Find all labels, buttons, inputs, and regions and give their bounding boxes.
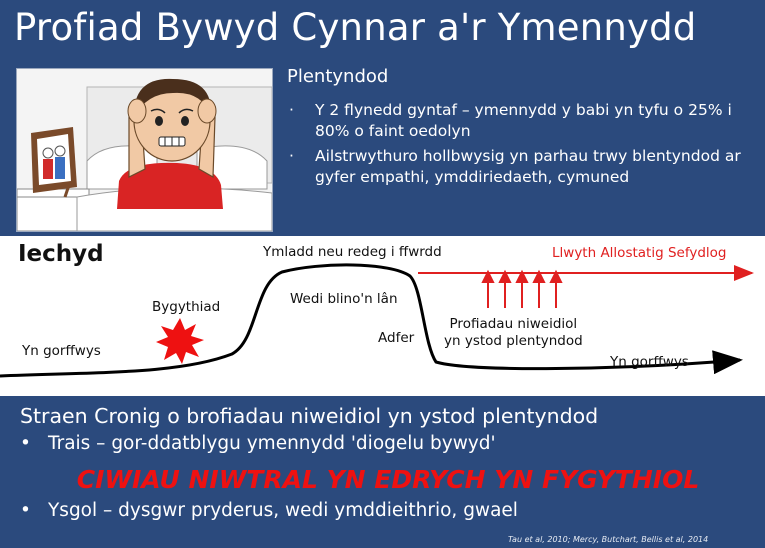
threat-burst-icon (156, 318, 204, 364)
childhood-bullet-list: · Y 2 flynedd gyntaf – ymennydd y babi yn… (287, 100, 757, 192)
adverse-experiences-label: Profiadau niweidiol yn ystod plentyndod (444, 316, 583, 350)
stress-response-diagram: Iechyd Ymladd neu redeg i ffwrdd Llwyth … (0, 236, 765, 396)
citation: Tau et al, 2010; Mercy, Butchart, Bellis… (508, 535, 709, 544)
bullet-icon: • (20, 500, 31, 521)
top-panel: Profiad Bywyd Cynnar a'r Ymennydd (0, 0, 765, 236)
school-text: Ysgol – dysgwr pryderus, wedi ymddieithr… (48, 500, 518, 521)
allostatic-load-label: Llwyth Allostatig Sefydlog (552, 245, 727, 261)
bullet-icon: · (289, 101, 294, 119)
adverse-experience-arrows (481, 269, 563, 308)
adverse-line-2: yn ystod plentyndod (444, 333, 583, 349)
page-title: Profiad Bywyd Cynnar a'r Ymennydd (14, 6, 697, 49)
bullet-text: Y 2 flynedd gyntaf – ymennydd y babi yn … (315, 101, 732, 140)
rest-right-label: Yn gorffwys (610, 354, 689, 370)
bottom-panel: Straen Cronig o brofiadau niweidiol yn y… (0, 396, 765, 548)
list-item: · Ailstrwythuro hollbwysig yn parhau trwy… (287, 146, 757, 188)
recovery-label: Adfer (378, 330, 415, 346)
bullet-text: Ailstrwythuro hollbwysig yn parhau trwy … (315, 147, 741, 186)
bullet-icon: · (289, 147, 294, 165)
chronic-stress-heading: Straen Cronig o brofiadau niweidiol yn y… (20, 404, 599, 428)
fight-or-flight-label: Ymladd neu redeg i ffwrdd (263, 244, 442, 260)
stressed-child-illustration (16, 68, 273, 232)
photo-frame-icon (31, 127, 77, 198)
adverse-line-1: Profiadau niweidiol (449, 316, 578, 332)
bullet-icon: • (20, 433, 31, 454)
child-cartoon-icon (16, 69, 273, 232)
health-curve (0, 263, 743, 378)
stress-curve-graphic (0, 263, 754, 378)
health-label: Iechyd (18, 241, 104, 267)
threat-label: Bygythiad (152, 299, 221, 315)
rest-left-label: Yn gorffwys (22, 343, 101, 359)
school-bullet: • Ysgol – dysgwr pryderus, wedi ymddieith… (20, 500, 518, 521)
violence-text: Trais – gor-ddatblygu ymennydd 'diogelu … (48, 433, 496, 454)
violence-bullet: • Trais – gor-ddatblygu ymennydd 'diogelu… (20, 433, 496, 454)
exhausted-label: Wedi blino'n lân (290, 291, 398, 307)
neutral-cues-alert: CIWIAU NIWTRAL YN EDRYCH YN FYGYTHIOL (76, 465, 700, 494)
childhood-heading: Plentyndod (287, 66, 389, 87)
list-item: · Y 2 flynedd gyntaf – ymennydd y babi yn… (287, 100, 757, 142)
